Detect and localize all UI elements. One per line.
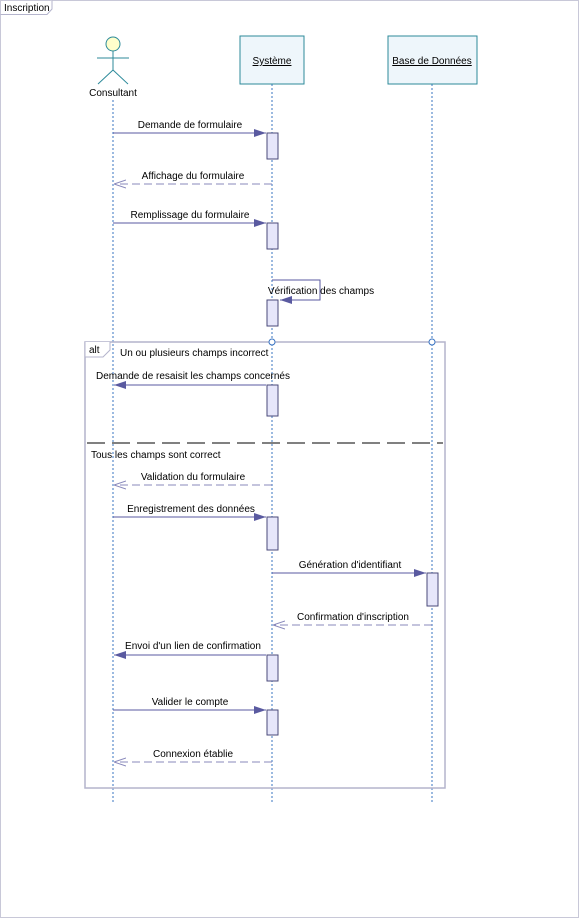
message-generation-identifiant[interactable]: Génération d'identifiant — [272, 560, 426, 577]
message-validation-formulaire[interactable]: Validation du formulaire — [114, 472, 272, 485]
message-label: Valider le compte — [152, 697, 229, 708]
message-demande-formulaire[interactable]: Demande de formulaire — [113, 120, 266, 137]
fragment-operator-tab — [84, 342, 111, 358]
activation-bar — [266, 709, 279, 736]
fragment-operator: alt — [89, 345, 100, 356]
message-verification-champs[interactable]: Vérification des champs — [268, 279, 374, 304]
activation-bar — [266, 222, 279, 250]
message-valider-compte[interactable]: Valider le compte — [113, 697, 266, 714]
fragment-box — [84, 341, 446, 789]
message-label: Demande de formulaire — [138, 120, 243, 131]
message-label: Enregistrement des données — [127, 504, 255, 515]
message-label: Remplissage du formulaire — [131, 210, 250, 221]
object-bdd[interactable]: Base de Données — [387, 35, 478, 85]
fragment-lifeline-handle-bdd — [428, 338, 436, 346]
activation-bar — [426, 572, 439, 607]
object-label-systeme: Système — [253, 56, 292, 67]
message-remplissage-formulaire[interactable]: Remplissage du formulaire — [113, 210, 266, 227]
activation-bar — [266, 132, 279, 160]
fragment-lifeline-handle-systeme — [268, 338, 276, 346]
message-demande-resaisie[interactable]: Demande de resaisit les champs concernés — [96, 371, 290, 389]
message-label: Validation du formulaire — [141, 472, 246, 483]
message-connexion-etablie[interactable]: Connexion établie — [114, 749, 272, 762]
actor-consultant[interactable]: Consultant — [89, 36, 137, 99]
activation-bar — [266, 654, 279, 682]
message-label: Affichage du formulaire — [142, 171, 245, 182]
message-label: Confirmation d'inscription — [297, 612, 409, 623]
activation-bar — [266, 516, 279, 551]
message-envoi-lien-confirmation[interactable]: Envoi d'un lien de confirmation — [114, 641, 266, 659]
alt-fragment: alt Un ou plusieurs champs incorrect Tou… — [84, 338, 446, 789]
diagram-title: Inscription — [4, 3, 50, 14]
message-confirmation-inscription[interactable]: Confirmation d'inscription — [273, 612, 432, 625]
message-label: Connexion établie — [153, 749, 233, 760]
activation-bar — [266, 384, 279, 417]
actor-label-consultant: Consultant — [89, 88, 137, 99]
object-systeme[interactable]: Système — [239, 35, 305, 85]
message-label: Vérification des champs — [268, 286, 374, 297]
activation-bar — [266, 299, 279, 327]
actor-head-icon — [105, 36, 121, 52]
object-label-bdd: Base de Données — [392, 56, 472, 67]
message-label: Génération d'identifiant — [299, 560, 402, 571]
message-affichage-formulaire[interactable]: Affichage du formulaire — [114, 171, 272, 184]
message-label: Demande de resaisit les champs concernés — [96, 371, 290, 382]
fragment-guard-2: Tous les champs sont correct — [91, 450, 221, 461]
message-label: Envoi d'un lien de confirmation — [125, 641, 261, 652]
fragment-guard-1: Un ou plusieurs champs incorrect — [120, 348, 269, 359]
message-enregistrement-donnees[interactable]: Enregistrement des données — [113, 504, 266, 521]
title-tab — [0, 0, 53, 15]
